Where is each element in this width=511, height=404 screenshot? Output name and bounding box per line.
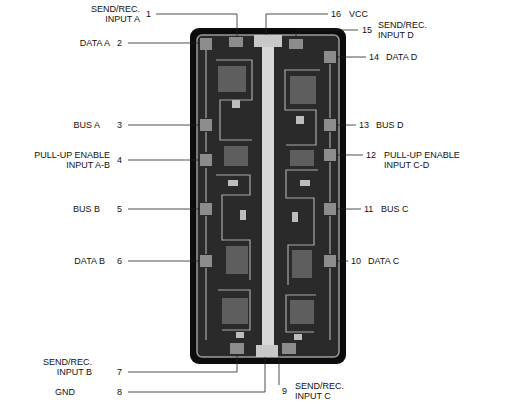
leader-lines — [128, 14, 366, 392]
pin-label: DATA D — [386, 52, 417, 62]
pin-number: 2 — [117, 38, 122, 48]
power-spine — [262, 35, 274, 357]
pin-label: SEND/REC. INPUT C — [295, 381, 365, 401]
pin-label: DATA A — [80, 38, 110, 48]
pin-number: 6 — [117, 256, 122, 266]
pin-label: SEND/REC. INPUT D — [378, 20, 448, 40]
pin-label: BUS D — [376, 120, 404, 130]
pin-label: BUS A — [73, 120, 100, 130]
pin-number: 16 — [331, 9, 341, 19]
pin-number: 10 — [351, 256, 361, 266]
pin-label: PULL-UP ENABLE INPUT C-D — [384, 150, 474, 170]
pin-label: SEND/REC. INPUT B — [30, 357, 92, 377]
bond-pads — [200, 37, 336, 354]
pin-number: 1 — [146, 9, 151, 19]
pin-label: BUS C — [381, 204, 409, 214]
vcc-pad — [254, 35, 282, 47]
pin-number: 13 — [359, 120, 369, 130]
pin-number: 15 — [362, 25, 372, 35]
pin-label: BUS B — [73, 204, 100, 214]
pin-number: 5 — [117, 204, 122, 214]
die-edge — [197, 35, 339, 357]
pin-label: PULL-UP ENABLE INPUT A-B — [20, 150, 110, 170]
die — [190, 28, 346, 364]
pin-number: 7 — [117, 367, 122, 377]
transistor-blocks — [218, 66, 316, 324]
pin-number: 9 — [282, 386, 287, 396]
pin-label: SEND/REC. INPUT A — [78, 4, 140, 24]
circuit-traces — [206, 50, 330, 340]
pin-label: DATA B — [74, 256, 105, 266]
pin-number: 4 — [117, 155, 122, 165]
pin-label: VCC — [349, 9, 368, 19]
pin-number: 11 — [364, 204, 373, 214]
pin-number: 14 — [369, 52, 379, 62]
pin-number: 8 — [117, 387, 122, 397]
contacts — [228, 100, 310, 340]
die-body — [190, 28, 346, 364]
gnd-pad — [256, 345, 278, 357]
pin-number: 12 — [366, 150, 376, 160]
pin-label: DATA C — [368, 256, 399, 266]
pin-label: GND — [55, 387, 75, 397]
pin-number: 3 — [117, 120, 122, 130]
